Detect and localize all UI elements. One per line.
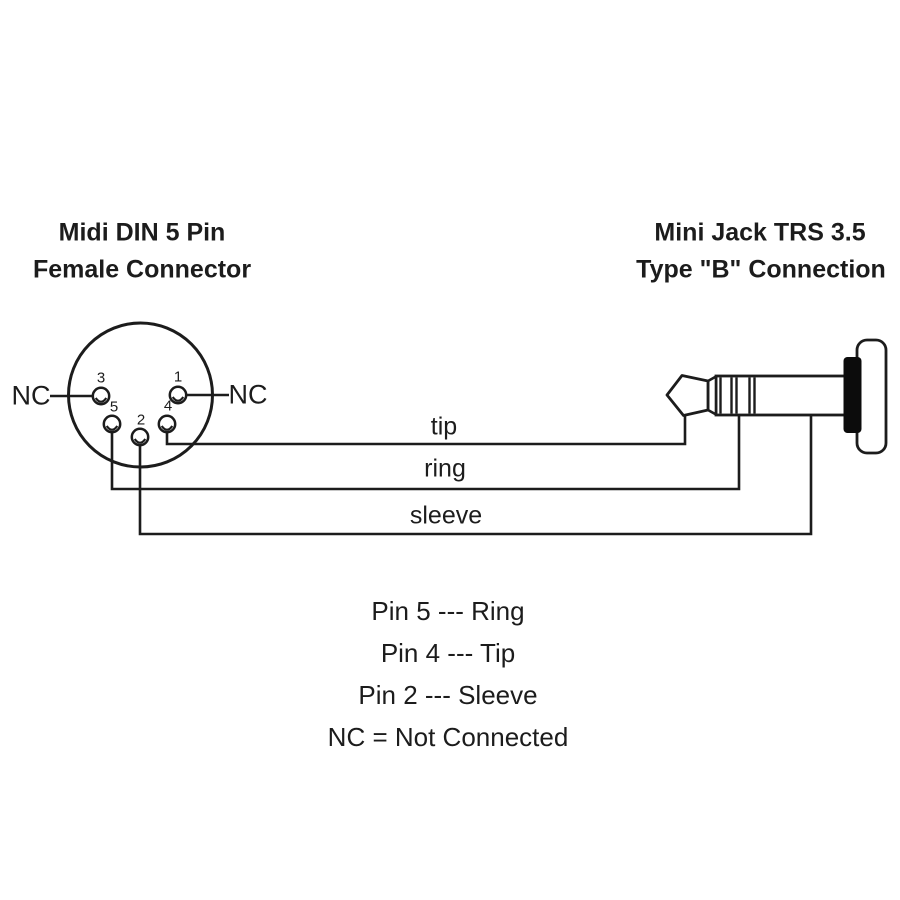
pin-5-label: 5 xyxy=(109,398,119,416)
din-pin-3 xyxy=(91,386,111,406)
left-title-line2: Female Connector xyxy=(32,255,252,284)
pin-2-notch xyxy=(133,438,147,444)
din-pin-5 xyxy=(102,414,122,434)
tip-wire xyxy=(165,414,687,446)
pin-4-notch xyxy=(160,425,174,431)
din-pin-1 xyxy=(168,385,188,405)
pin-1-label: 1 xyxy=(173,368,183,386)
left-title-line1: Midi DIN 5 Pin xyxy=(58,218,226,247)
legend-pin2-sleeve: Pin 2 --- Sleeve xyxy=(358,680,538,710)
sleeve-wire xyxy=(138,414,813,536)
din-pins xyxy=(91,385,188,447)
jack-separator-lines xyxy=(719,377,756,414)
din-pin-4 xyxy=(157,414,177,434)
ring-wire-label: ring xyxy=(424,454,466,483)
sleeve-wire-label: sleeve xyxy=(409,501,483,530)
ring-wire xyxy=(110,414,741,491)
pin-1-notch xyxy=(171,396,185,402)
jack-knurl-band xyxy=(843,357,862,433)
legend-pin4-tip: Pin 4 --- Tip xyxy=(380,638,516,668)
pin-5-notch xyxy=(105,425,119,431)
din-pin-2 xyxy=(130,427,150,447)
pin-4-label: 4 xyxy=(163,397,173,415)
right-title-line1: Mini Jack TRS 3.5 xyxy=(654,218,866,247)
jack-tip xyxy=(665,374,710,417)
nc-left-label: NC xyxy=(11,380,51,411)
legend-pin5-ring: Pin 5 --- Ring xyxy=(371,596,525,626)
trs-jack-figure xyxy=(665,338,888,455)
right-title-line2: Type "B" Connection xyxy=(636,255,886,284)
pin-3-notch xyxy=(94,397,108,403)
tip-wire-label: tip xyxy=(430,412,458,441)
nc-right-label: NC xyxy=(228,379,268,410)
legend-nc-note: NC = Not Connected xyxy=(327,722,569,752)
pin-2-label: 2 xyxy=(136,411,146,429)
pin-3-label: 3 xyxy=(96,369,106,387)
